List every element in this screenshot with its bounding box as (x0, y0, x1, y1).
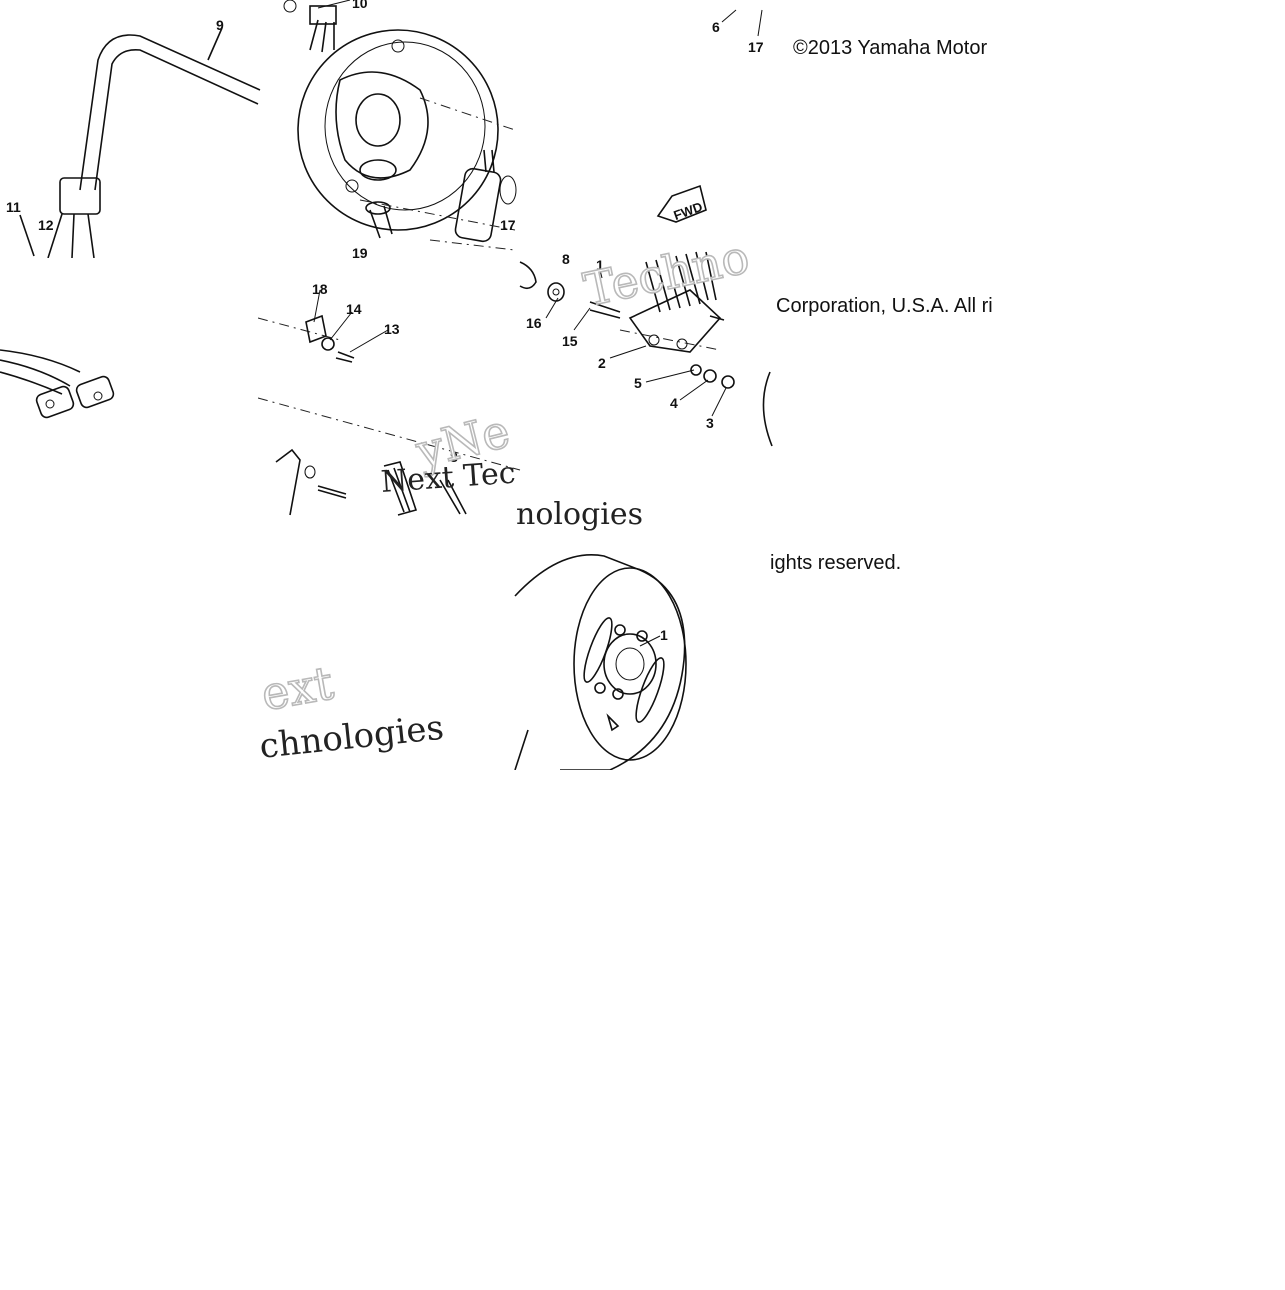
callout-1-top: 1 (596, 257, 604, 273)
mask-bottom (0, 770, 1285, 1285)
watermark-nologies: nologies (516, 497, 643, 532)
callout-5: 5 (634, 375, 642, 391)
callout-1-flywheel: 1 (660, 627, 668, 643)
copyright-line-2: Corporation, U.S.A. All ri (776, 295, 993, 317)
callout-8-bottom: 8 (450, 449, 458, 465)
callout-16: 16 (526, 315, 542, 331)
callout-4: 4 (670, 395, 678, 411)
fwd-arrow (656, 184, 707, 223)
bolts-3-4-5 (690, 364, 735, 389)
mask-left (0, 258, 258, 770)
callout-12: 12 (38, 217, 54, 233)
pickup-coil (628, 251, 725, 353)
flywheel-edge (762, 371, 773, 447)
leader-lines (313, 0, 763, 647)
callout-10: 10 (352, 0, 368, 11)
stator-plate (283, 0, 499, 231)
callout-13: 13 (384, 321, 400, 337)
callout-11: 11 (6, 199, 21, 215)
parts-18-14-13 (305, 314, 355, 363)
lower-parts (275, 448, 467, 516)
callouts: 9 10 6 17 11 12 19 17 8 1 18 14 13 16 15… (6, 0, 764, 643)
callout-17-top: 17 (748, 39, 764, 55)
connector-overlay (0, 349, 115, 419)
callout-18: 18 (312, 281, 328, 297)
callout-15: 15 (562, 333, 578, 349)
wire-harness (19, 27, 261, 259)
copyright-line-3: ights reserved. (770, 552, 902, 574)
watermark-ext: ext (257, 655, 339, 722)
callout-17-coil: 17 (500, 217, 516, 233)
callout-2: 2 (598, 355, 606, 371)
callout-19: 19 (352, 245, 368, 261)
ignition-coil (454, 149, 517, 243)
callout-9: 9 (216, 17, 224, 33)
flywheel (514, 554, 687, 771)
callout-8-top: 8 (562, 251, 570, 267)
callout-14: 14 (346, 301, 362, 317)
copyright-line-1: ©2013 Yamaha Motor (793, 37, 988, 59)
callout-3: 3 (706, 415, 714, 431)
callout-6: 6 (712, 19, 720, 35)
screw-19 (365, 201, 393, 239)
